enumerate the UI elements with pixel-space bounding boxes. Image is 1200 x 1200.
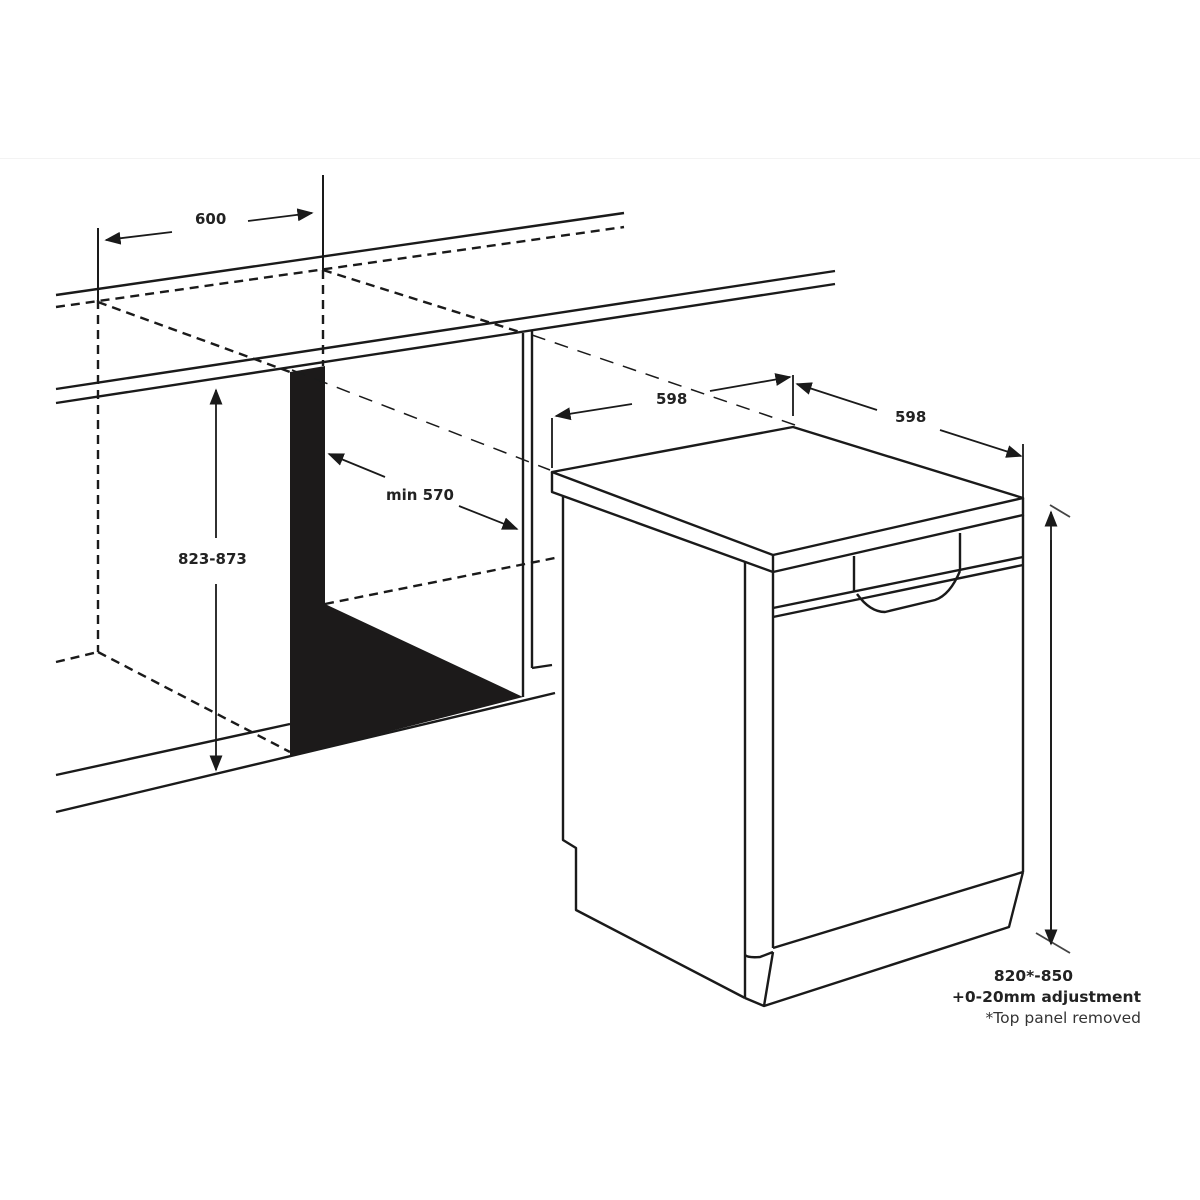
appliance-height-label: 820*-850 [993, 967, 1074, 985]
footnote-label: *Top panel removed [985, 1009, 1141, 1027]
dishwasher [550, 425, 1025, 1008]
opening-shadow [290, 366, 523, 757]
hidden-lines [55, 225, 625, 754]
appliance-width-label: 598 [656, 390, 688, 408]
appliance-depth-label: 598 [895, 408, 927, 426]
adjustment-label: +0-20mm adjustment [951, 988, 1141, 1006]
top-margin [0, 0, 1200, 159]
countertop-and-cabinets [55, 175, 836, 814]
cabinet-height-label: 823-873 [178, 550, 247, 568]
cabinet-width-label: 600 [195, 210, 227, 228]
cabinet-depth-label: min 570 [386, 486, 454, 504]
dimension-arrows [104, 208, 1071, 954]
appliance-height-note: 820*-850 +0-20mm adjustment *Top panel r… [952, 966, 1141, 1029]
